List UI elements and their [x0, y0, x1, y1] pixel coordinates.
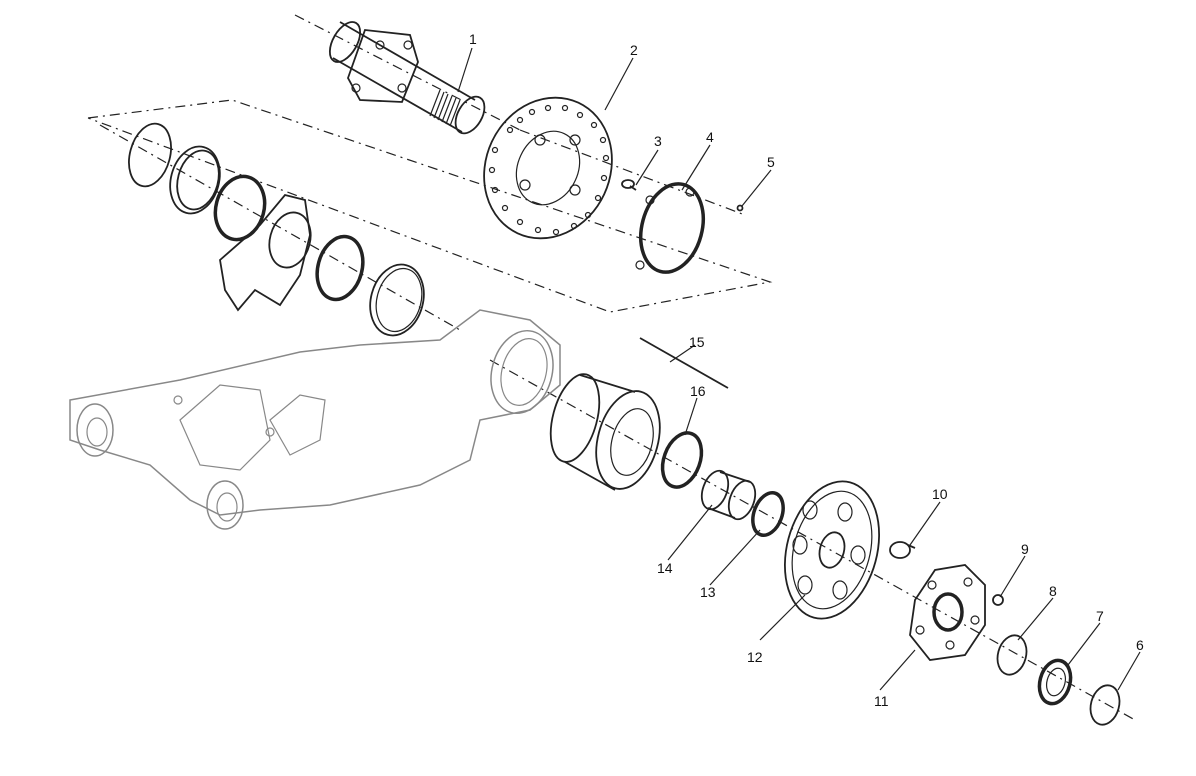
callout-7: 7 [1096, 608, 1104, 624]
callout-3: 3 [654, 133, 662, 149]
part-nut-9 [992, 594, 1004, 606]
callout-16: 16 [690, 383, 706, 399]
part-brake-disc [483, 96, 613, 240]
callout-6: 6 [1136, 637, 1144, 653]
callout-14: 14 [657, 560, 673, 576]
part-spacer-14 [700, 469, 757, 521]
callout-1: 1 [469, 31, 477, 47]
callout-2: 2 [630, 42, 638, 58]
part-wheel-nut-7 [1037, 658, 1073, 706]
part-swingarm [69, 309, 561, 530]
axis-lines [87, 14, 1136, 721]
part-tone-ring [635, 182, 705, 274]
part-seal-13 [751, 491, 785, 537]
part-stud-10 [889, 541, 916, 559]
part-sprocket-flange [909, 564, 986, 661]
part-ring-16 [660, 431, 704, 489]
callout-12: 12 [747, 649, 763, 665]
callout-9: 9 [1021, 541, 1029, 557]
callout-11: 11 [874, 693, 889, 709]
part-bearing-group [128, 122, 425, 337]
callout-labels: 1 2 3 4 5 6 7 8 9 10 11 12 13 14 15 16 [469, 31, 1144, 709]
callout-5: 5 [767, 154, 775, 170]
part-screw-3 [621, 179, 637, 191]
callout-15: 15 [689, 334, 705, 350]
callout-4: 4 [706, 129, 714, 145]
part-eccentric-hub [549, 373, 661, 491]
group-bracket-15 [639, 337, 729, 389]
part-washer-8 [996, 634, 1028, 676]
callout-8: 8 [1049, 583, 1057, 599]
part-hub-shaft [328, 21, 486, 135]
callout-13: 13 [700, 584, 716, 600]
leader-lines [457, 47, 1141, 691]
part-screw-5 [736, 204, 744, 212]
part-sprocket [784, 480, 880, 620]
part-circlip-6 [1089, 684, 1121, 726]
callout-10: 10 [932, 486, 948, 502]
